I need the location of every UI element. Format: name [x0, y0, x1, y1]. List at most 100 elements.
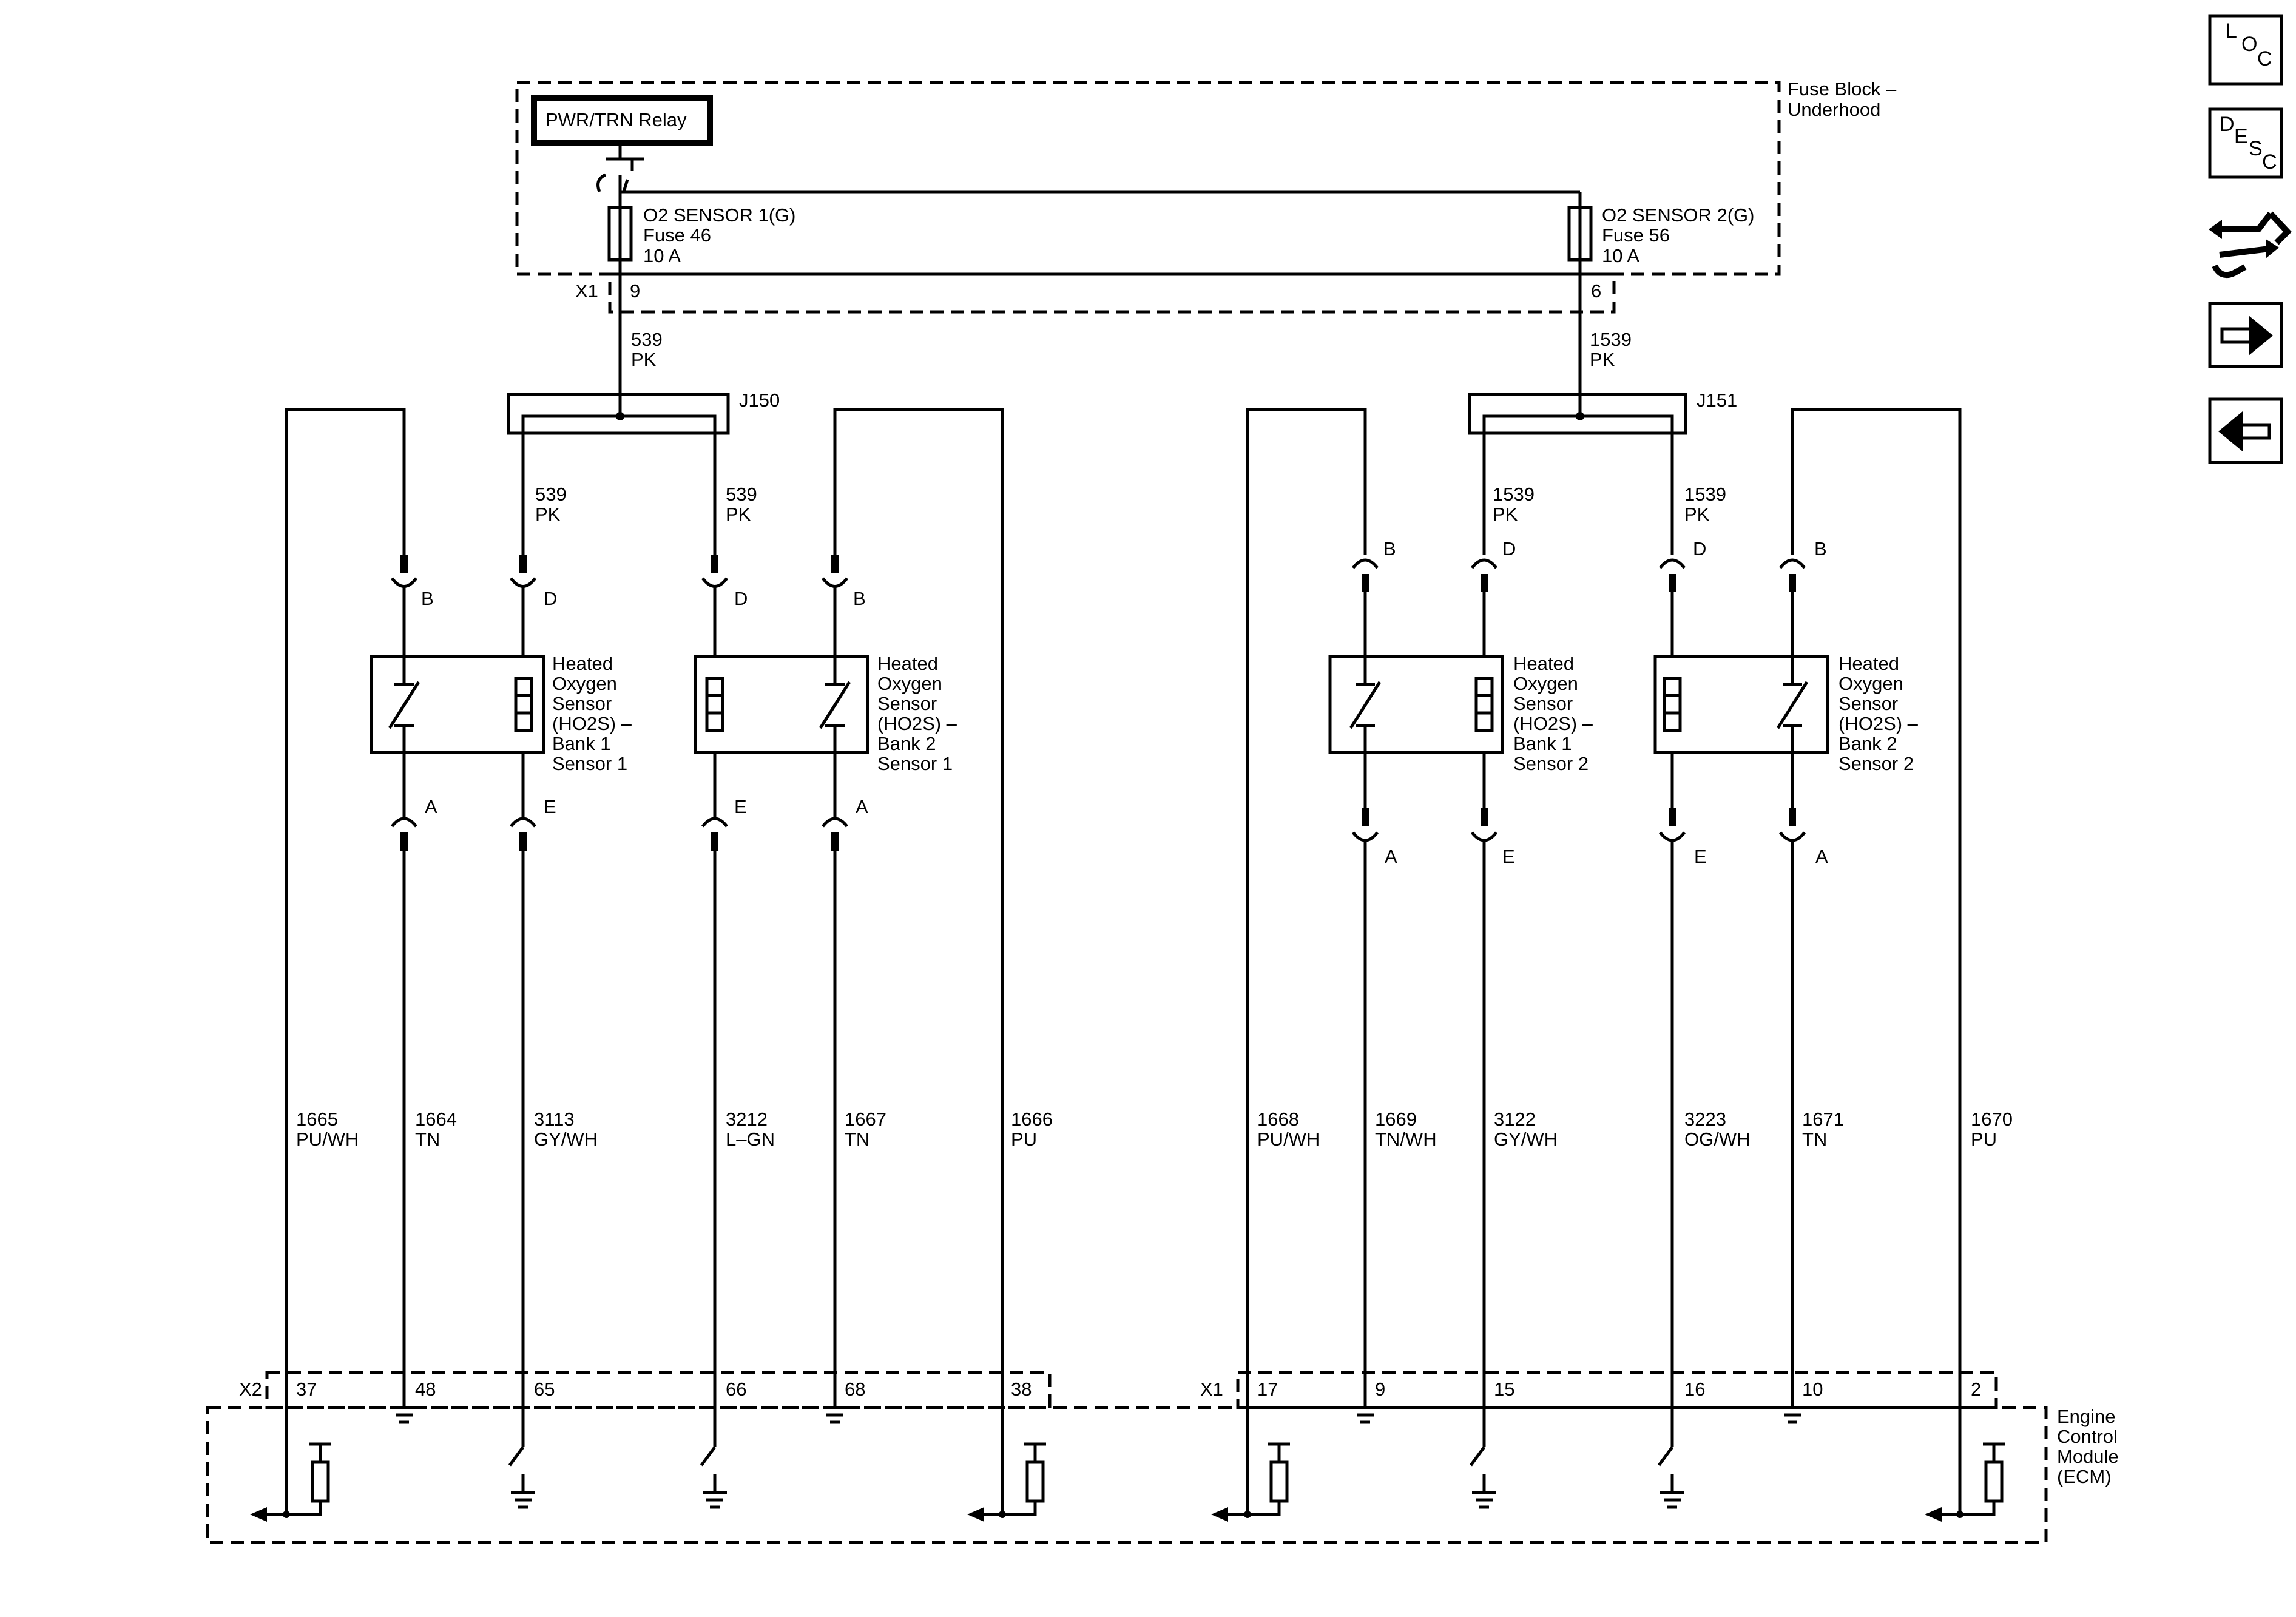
fuse1-name: O2 SENSOR 1(G)	[643, 204, 796, 226]
ecm-pins: 37 48 65 66 68 38 17 9 15 16 10 2	[296, 1379, 1981, 1400]
wire-circuit: 1664	[415, 1109, 457, 1130]
svg-text:D: D	[2220, 113, 2235, 136]
pin-label: E	[1694, 846, 1707, 867]
pin-label: D	[1693, 538, 1706, 559]
previous-button[interactable]	[2208, 397, 2283, 464]
sensor-label: (HO2S) –	[1513, 713, 1593, 734]
wire-color: PU	[1011, 1129, 1037, 1150]
svg-text:C: C	[2262, 150, 2277, 174]
wire-color: L–GN	[726, 1129, 775, 1150]
next-button[interactable]	[2208, 302, 2283, 368]
pin-label: D	[734, 588, 748, 609]
splice-wire-circuit: 539	[726, 484, 757, 505]
sensor-label: Sensor	[1838, 693, 1898, 714]
fuse-block: Fuse Block – Underhood X1	[515, 78, 1897, 314]
sensor-label: Heated	[1838, 653, 1899, 674]
splice-j150: J150 539 PK 539 PK	[507, 390, 780, 555]
ecm-pin: 2	[1971, 1379, 1981, 1400]
desc-button[interactable]: D E S C	[2208, 107, 2283, 179]
splice-wire-color: PK	[1493, 504, 1518, 525]
ecm-pin: 38	[1011, 1379, 1032, 1400]
wire-circuit: 1667	[845, 1109, 886, 1130]
splice-wire-color: PK	[535, 504, 561, 525]
svg-text:S: S	[2249, 137, 2263, 160]
svg-text:C: C	[2257, 47, 2272, 70]
fuse2-pin: 6	[1591, 280, 1601, 302]
sensor-label: Oxygen	[877, 673, 942, 694]
sensor-label: Bank 2	[1838, 733, 1897, 754]
sensor-label: (HO2S) –	[552, 713, 632, 734]
pwr-trn-relay: PWR/TRN Relay	[531, 95, 713, 192]
ecm-pin: 48	[415, 1379, 436, 1400]
wire-circuit: 3113	[534, 1109, 575, 1130]
sensor-label: Sensor 2	[1513, 753, 1589, 774]
ecm-wires	[402, 840, 1794, 1447]
fuse2-number: Fuse 56	[1602, 224, 1670, 246]
sensor-label: Oxygen	[552, 673, 617, 694]
ecm-pin: 68	[845, 1379, 865, 1400]
sensor-label: Sensor 2	[1838, 753, 1914, 774]
wire-color: PU/WH	[296, 1129, 359, 1150]
sensor-label: Bank 1	[1513, 733, 1572, 754]
sensor-label: (HO2S) –	[877, 713, 957, 734]
loc-button[interactable]: L O C	[2208, 14, 2283, 86]
ecm-pin: 10	[1802, 1379, 1823, 1400]
wire-color: TN	[1802, 1129, 1827, 1150]
fuse-block-title-2: Underhood	[1788, 99, 1880, 120]
ecm-pin: 37	[296, 1379, 317, 1400]
sensor-label: Bank 1	[552, 733, 611, 754]
sensor-bank2-sensor1: D B E A Heated Oxygen Sensor (HO2S) – Ba…	[694, 555, 957, 851]
ecm-pin: 17	[1257, 1379, 1278, 1400]
sensor-label: Sensor	[1513, 693, 1573, 714]
pin-label: B	[421, 588, 434, 609]
ecm-pin: 66	[726, 1379, 746, 1400]
ecm-title: (ECM)	[2057, 1466, 2112, 1487]
ecm-internal-circuits	[250, 1442, 2005, 1522]
splice-j151: J151 1539 PK 1539 PK	[1468, 390, 1737, 555]
fuse2-name: O2 SENSOR 2(G)	[1602, 204, 1755, 226]
svg-text:E: E	[2234, 125, 2248, 148]
wire-color: PU	[1971, 1129, 1997, 1150]
wire-color: GY/WH	[1494, 1129, 1558, 1150]
fuse-block-title: Fuse Block –	[1788, 78, 1897, 100]
wire-circuit: 1666	[1011, 1109, 1053, 1130]
splice-wire-circuit: 1539	[1684, 484, 1726, 505]
ecm-title: Control	[2057, 1426, 2118, 1447]
sensor-label: Bank 2	[877, 733, 936, 754]
wire-labels: 1665 PU/WH 1664 TN 3113 GY/WH 3212 L–GN …	[296, 1109, 2013, 1150]
connector-repair-icon[interactable]	[2209, 211, 2292, 278]
arrow-left-icon	[2218, 411, 2271, 451]
splice-j150-label: J150	[739, 390, 780, 411]
ecm-pin: 16	[1684, 1379, 1705, 1400]
sensor-bank1-sensor2: B D A E Heated Oxygen Sensor (HO2S) – Ba…	[1328, 538, 1593, 867]
pin-label: E	[1502, 846, 1515, 867]
splice-wire-color: PK	[1684, 504, 1710, 525]
wire-color: TN/WH	[1375, 1129, 1437, 1150]
fuse1-circuit: 539	[631, 329, 663, 350]
pin-label: A	[1815, 846, 1828, 867]
ecm-title: Module	[2057, 1446, 2119, 1467]
wire-color: GY/WH	[534, 1129, 598, 1150]
splice-j151-label: J151	[1697, 390, 1737, 411]
wire-circuit: 1671	[1802, 1109, 1844, 1130]
wire-circuit: 3212	[726, 1109, 768, 1130]
fuse1-color: PK	[631, 349, 657, 370]
splice-wire-circuit: 1539	[1493, 484, 1535, 505]
sensor-bank2-sensor2: D B E A Heated Oxygen Sensor (HO2S) – Ba…	[1653, 538, 1919, 867]
fuse1-pin: 9	[630, 280, 640, 302]
pin-label: B	[853, 588, 866, 609]
pin-label: A	[1385, 846, 1397, 867]
sensor-label: Sensor	[552, 693, 612, 714]
sensor-label: Sensor 1	[552, 753, 627, 774]
sensor-label: (HO2S) –	[1838, 713, 1919, 734]
ecm-signal-grounds	[392, 1406, 1805, 1424]
pin-label: D	[1502, 538, 1516, 559]
ecm-module: X2 X1 Engine Control Module (ECM)	[206, 1371, 2119, 1544]
pin-label: E	[734, 796, 747, 817]
fuse2-rating: 10 A	[1602, 245, 1639, 266]
pin-label: E	[544, 796, 556, 817]
ecm-connector-left: X2	[239, 1379, 262, 1400]
wire-color: OG/WH	[1684, 1129, 1751, 1150]
ecm-title: Engine	[2057, 1406, 2116, 1427]
